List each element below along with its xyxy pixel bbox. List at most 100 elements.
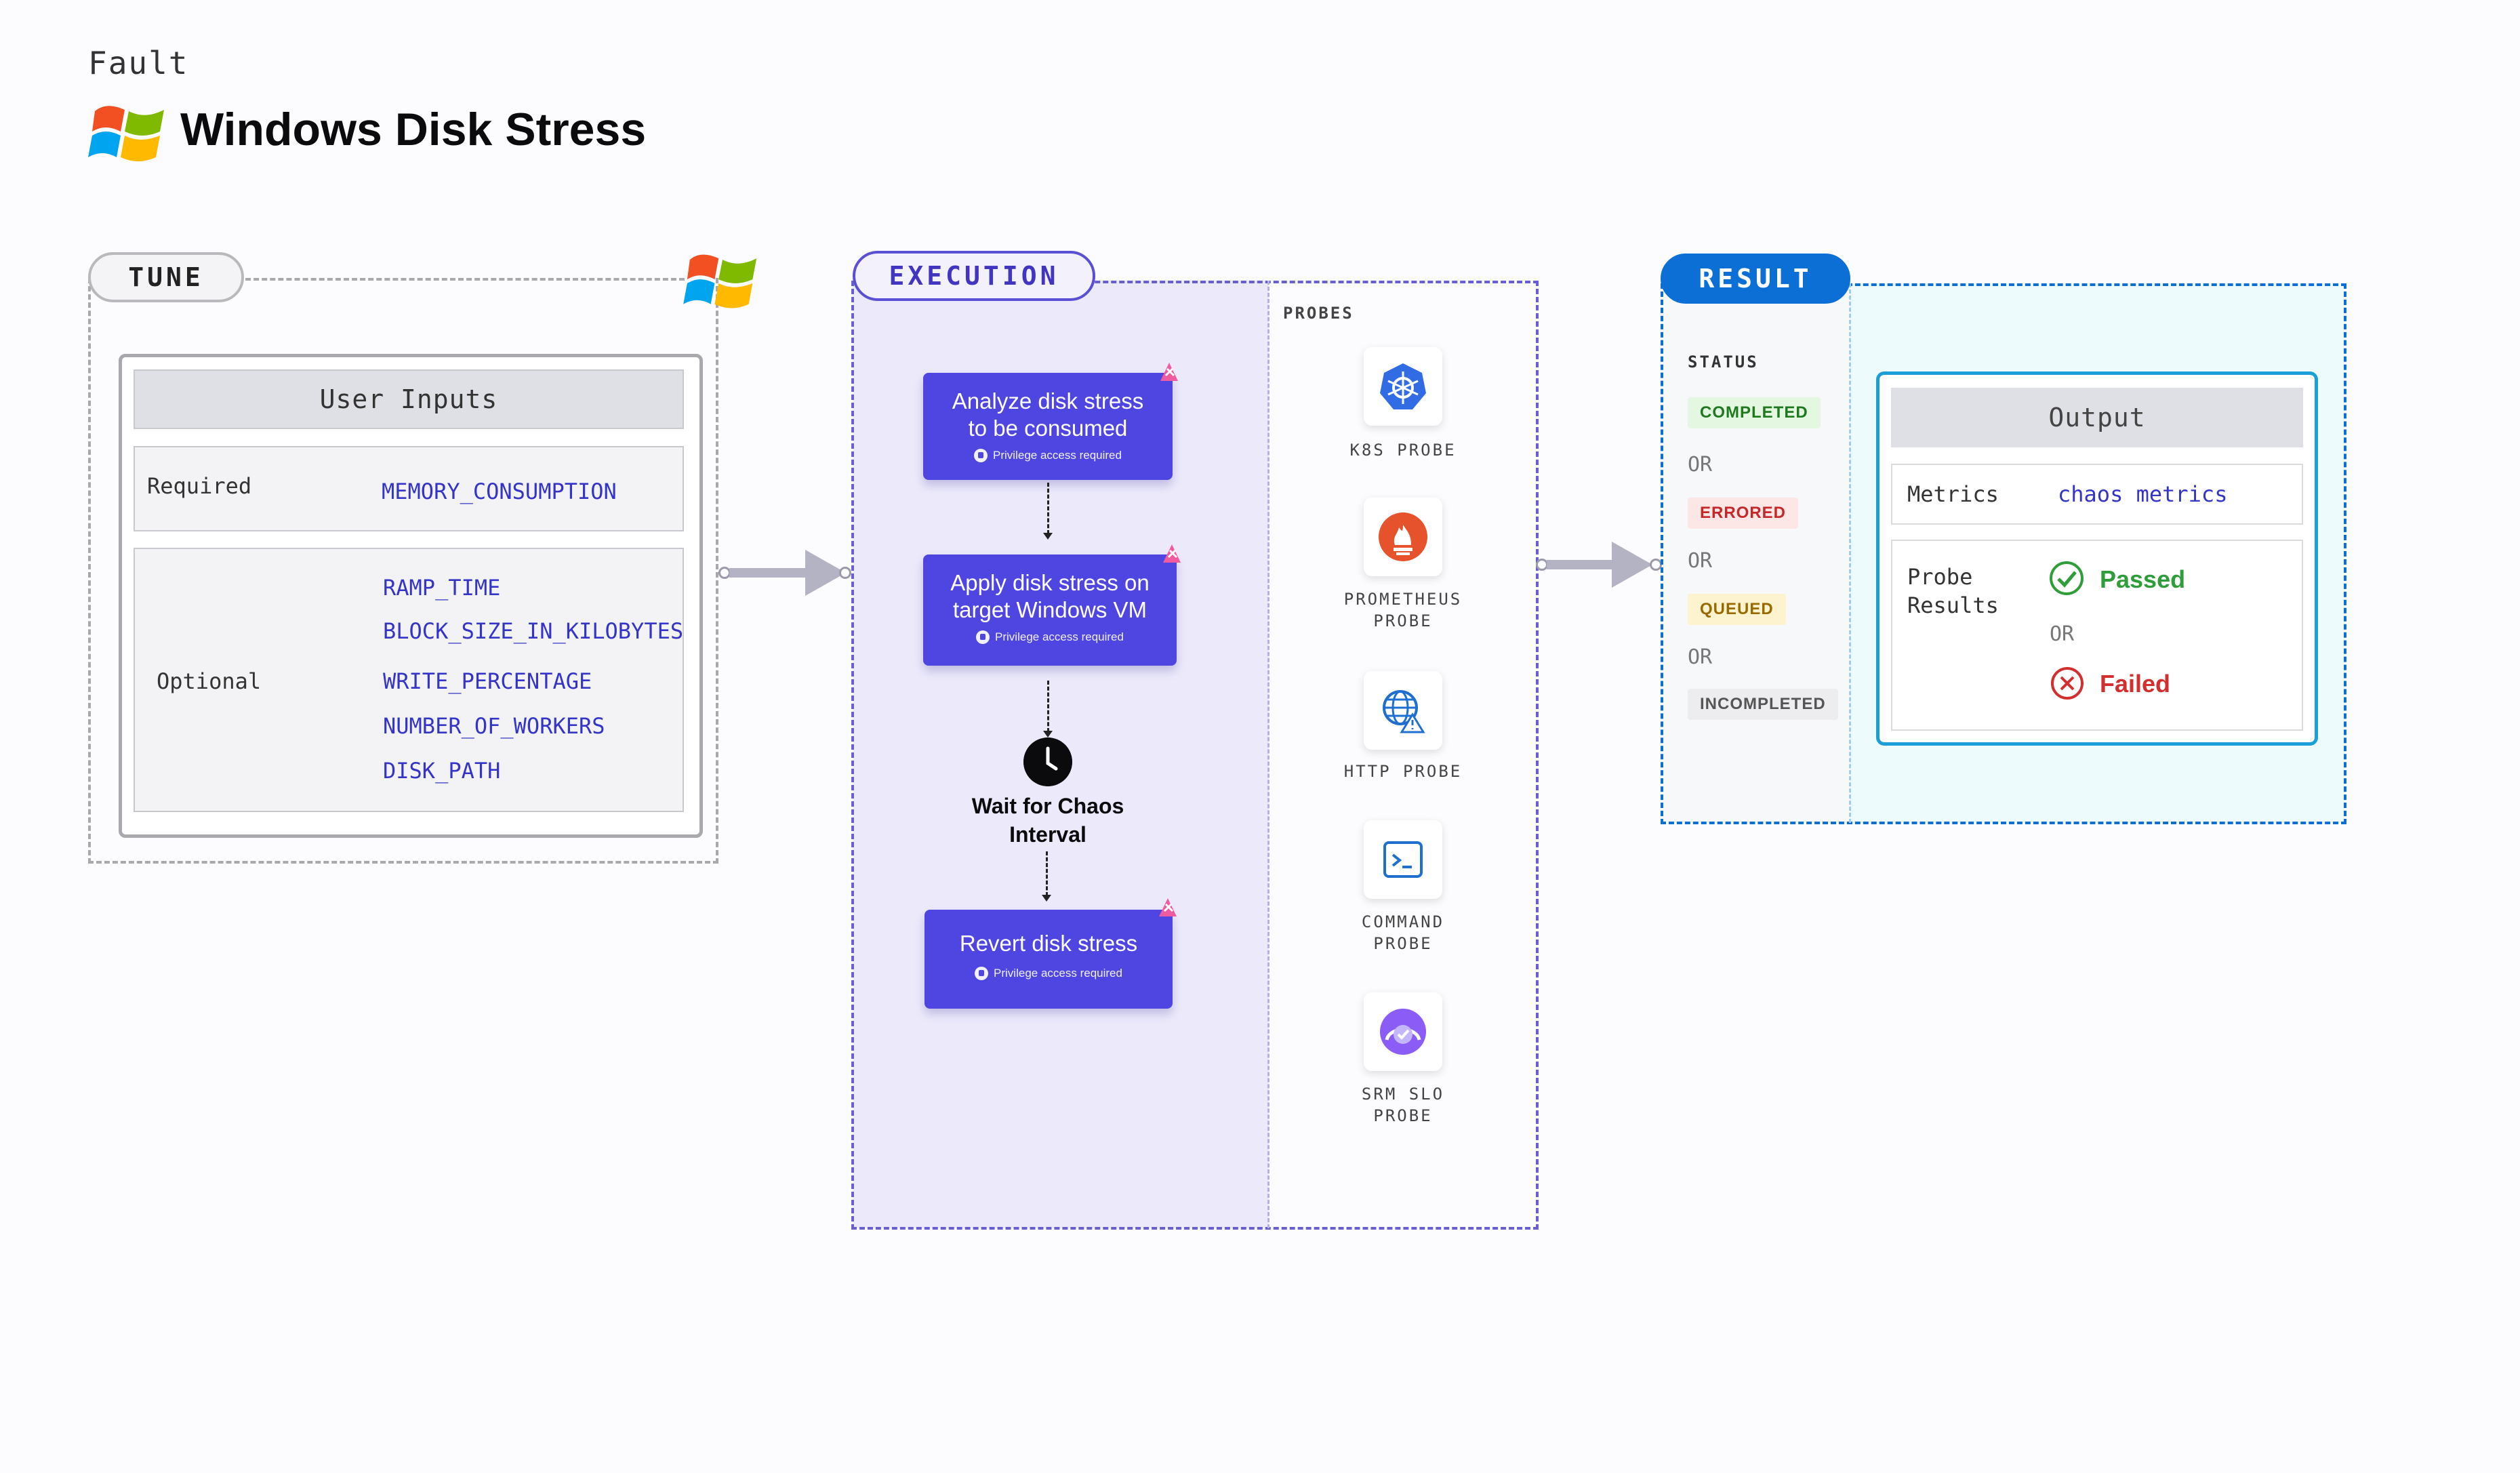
wait-chaos-interval: Wait for Chaos Interval xyxy=(956,792,1140,849)
execution-pill: EXECUTION xyxy=(853,251,1095,301)
probe-label-line: PROBE xyxy=(1373,1106,1433,1125)
k8s-probe-card xyxy=(1364,347,1442,426)
flow-connector-head xyxy=(1043,533,1053,540)
windows-logo-icon xyxy=(683,254,757,308)
lock-icon xyxy=(974,449,988,462)
passed-label: Passed xyxy=(2100,565,2186,593)
result-divider xyxy=(1849,283,1851,823)
probe-label-line: PROBE xyxy=(1373,934,1433,953)
flow-connector xyxy=(1046,851,1048,896)
probes-heading: PROBES xyxy=(1283,304,1354,323)
or-label: OR xyxy=(1688,645,1713,669)
flow-connector-head xyxy=(1042,895,1051,902)
chaos-badge-icon xyxy=(1163,544,1181,563)
probe-label: SRM SLO PROBE xyxy=(1315,1083,1491,1127)
step-revert-disk-stress: Revert disk stress Privilege access requ… xyxy=(924,910,1173,1009)
connector-dot xyxy=(839,567,851,579)
result-status-background xyxy=(1662,283,1850,823)
result-pill: RESULT xyxy=(1661,254,1850,304)
wait-label-line: Wait for Chaos xyxy=(971,794,1124,818)
privilege-note-text: Privilege access required xyxy=(993,449,1122,462)
clock-icon xyxy=(1023,738,1072,786)
terminal-icon xyxy=(1383,841,1423,878)
failed-label: Failed xyxy=(2100,670,2171,698)
privilege-note: Privilege access required xyxy=(923,449,1173,462)
privilege-note-text: Privilege access required xyxy=(994,967,1122,980)
step-title-line: Apply disk stress on xyxy=(950,570,1150,595)
flow-connector xyxy=(1047,681,1049,732)
step-title-line: target Windows VM xyxy=(952,597,1147,622)
flow-arrow-head xyxy=(1612,542,1652,588)
step-analyze-disk-stress: Analyze disk stress to be consumed Privi… xyxy=(923,373,1173,480)
probe-label-line: PROBE xyxy=(1373,611,1433,630)
optional-param: BLOCK_SIZE_IN_KILOBYTES xyxy=(383,618,684,644)
probe-label: K8S PROBE xyxy=(1315,439,1491,461)
optional-param: WRITE_PERCENTAGE xyxy=(383,668,592,694)
probe-results-label: Probe Results xyxy=(1907,563,1999,620)
flow-arrow-line xyxy=(729,568,808,578)
probe-label-line: PROMETHEUS xyxy=(1343,590,1463,609)
or-label: OR xyxy=(1688,453,1713,477)
metrics-row: Metrics chaos metrics xyxy=(1891,464,2303,525)
required-label: Required xyxy=(147,473,252,499)
optional-param: NUMBER_OF_WORKERS xyxy=(383,713,605,739)
command-probe-card xyxy=(1364,820,1442,899)
flow-connector xyxy=(1047,483,1049,534)
step-title-line: Analyze disk stress xyxy=(952,388,1144,413)
chaos-badge-icon xyxy=(1159,898,1177,916)
metrics-label: Metrics xyxy=(1907,481,1999,507)
step-apply-disk-stress: Apply disk stress on target Windows VM P… xyxy=(923,554,1177,666)
globe-icon xyxy=(1383,690,1425,733)
check-circle-icon xyxy=(2050,561,2084,595)
flow-arrow-line xyxy=(1547,560,1614,569)
execution-section-frame xyxy=(851,281,1539,1230)
probe-label-line: HTTP PROBE xyxy=(1343,762,1463,781)
optional-param: DISK_PATH xyxy=(383,758,501,784)
page-title: Windows Disk Stress xyxy=(180,104,647,155)
optional-label: Optional xyxy=(157,668,262,694)
optional-inputs-row: Optional RAMP_TIME BLOCK_SIZE_IN_KILOBYT… xyxy=(134,548,684,812)
or-label: OR xyxy=(2050,622,2075,646)
optional-param: RAMP_TIME xyxy=(383,575,501,601)
privilege-note: Privilege access required xyxy=(923,630,1177,644)
required-inputs-row: Required MEMORY_CONSUMPTION xyxy=(134,446,684,531)
probe-results-row: Probe Results Passed OR Failed xyxy=(1891,540,2303,731)
prometheus-probe-card xyxy=(1364,498,1442,576)
srm-icon xyxy=(1380,1009,1426,1055)
privilege-note-text: Privilege access required xyxy=(995,630,1124,643)
status-badge-completed: COMPLETED xyxy=(1688,397,1821,428)
status-heading: STATUS xyxy=(1688,352,1759,371)
user-inputs-header: User Inputs xyxy=(134,369,684,429)
x-circle-icon xyxy=(2051,667,2084,700)
fault-category-label: Fault xyxy=(88,45,189,81)
wait-label-line: Interval xyxy=(1009,822,1086,847)
probe-results-label-line: Probe xyxy=(1907,564,1973,590)
lock-icon xyxy=(976,630,990,644)
step-title-line: to be consumed xyxy=(968,416,1128,441)
step-title-line: Revert disk stress xyxy=(959,931,1138,956)
prometheus-icon xyxy=(1379,512,1427,561)
tune-frame-top-border xyxy=(237,278,685,281)
status-badge-incompleted: INCOMPLETED xyxy=(1688,689,1838,720)
probe-label: PROMETHEUS PROBE xyxy=(1315,588,1491,632)
metrics-value: chaos metrics xyxy=(2058,481,2228,507)
output-header: Output xyxy=(1891,388,2303,447)
http-probe-card xyxy=(1364,671,1442,750)
probe-label-line: SRM SLO xyxy=(1361,1085,1445,1104)
required-param: MEMORY_CONSUMPTION xyxy=(382,479,617,504)
probe-label: COMMAND PROBE xyxy=(1315,911,1491,954)
tune-pill: TUNE xyxy=(88,252,244,302)
flow-connector-head xyxy=(1043,731,1053,738)
status-badge-queued: QUEUED xyxy=(1688,594,1786,625)
probe-label: HTTP PROBE xyxy=(1315,761,1491,782)
windows-logo-icon xyxy=(88,106,164,161)
kubernetes-icon xyxy=(1380,363,1426,409)
privilege-note: Privilege access required xyxy=(924,967,1173,980)
or-label: OR xyxy=(1688,549,1713,573)
lock-icon xyxy=(975,967,989,980)
result-section-frame xyxy=(1661,283,2346,824)
tune-section-frame xyxy=(88,278,718,864)
probe-results-label-line: Results xyxy=(1907,592,1999,618)
execution-divider xyxy=(1267,281,1269,1228)
srm-slo-probe-card xyxy=(1364,992,1442,1071)
